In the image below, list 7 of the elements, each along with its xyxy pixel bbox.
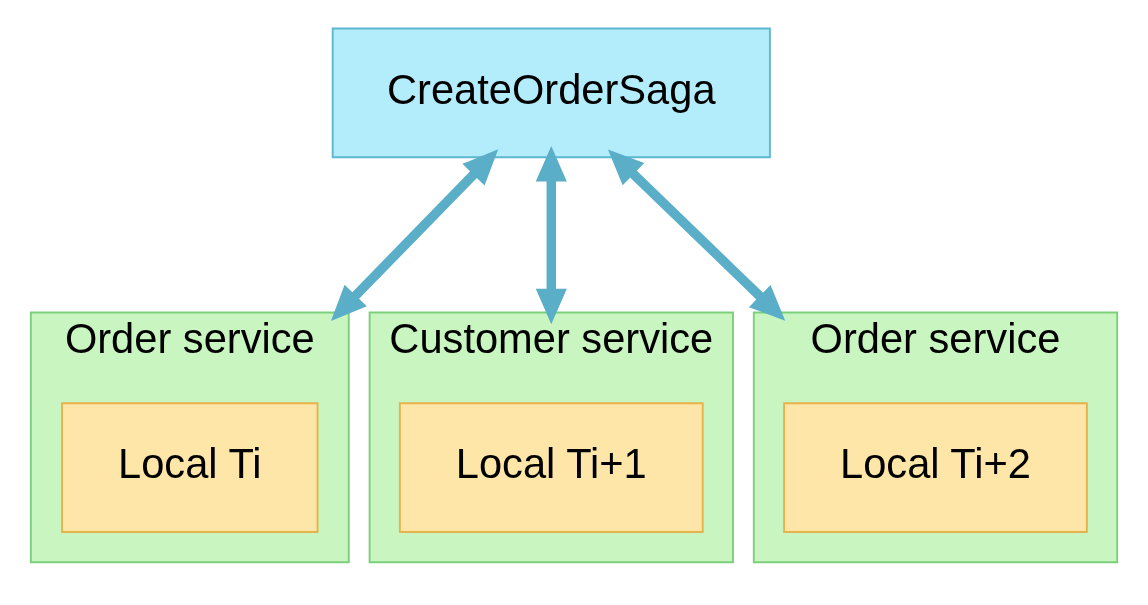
arrow <box>608 149 786 321</box>
arrow <box>535 145 567 324</box>
arrow <box>330 148 499 321</box>
node-box: Local Ti+2 <box>783 401 1088 533</box>
node-box: Local Ti <box>61 401 319 533</box>
node-box: Local Ti+1 <box>398 401 704 533</box>
node-box: CreateOrderSaga <box>331 27 771 158</box>
